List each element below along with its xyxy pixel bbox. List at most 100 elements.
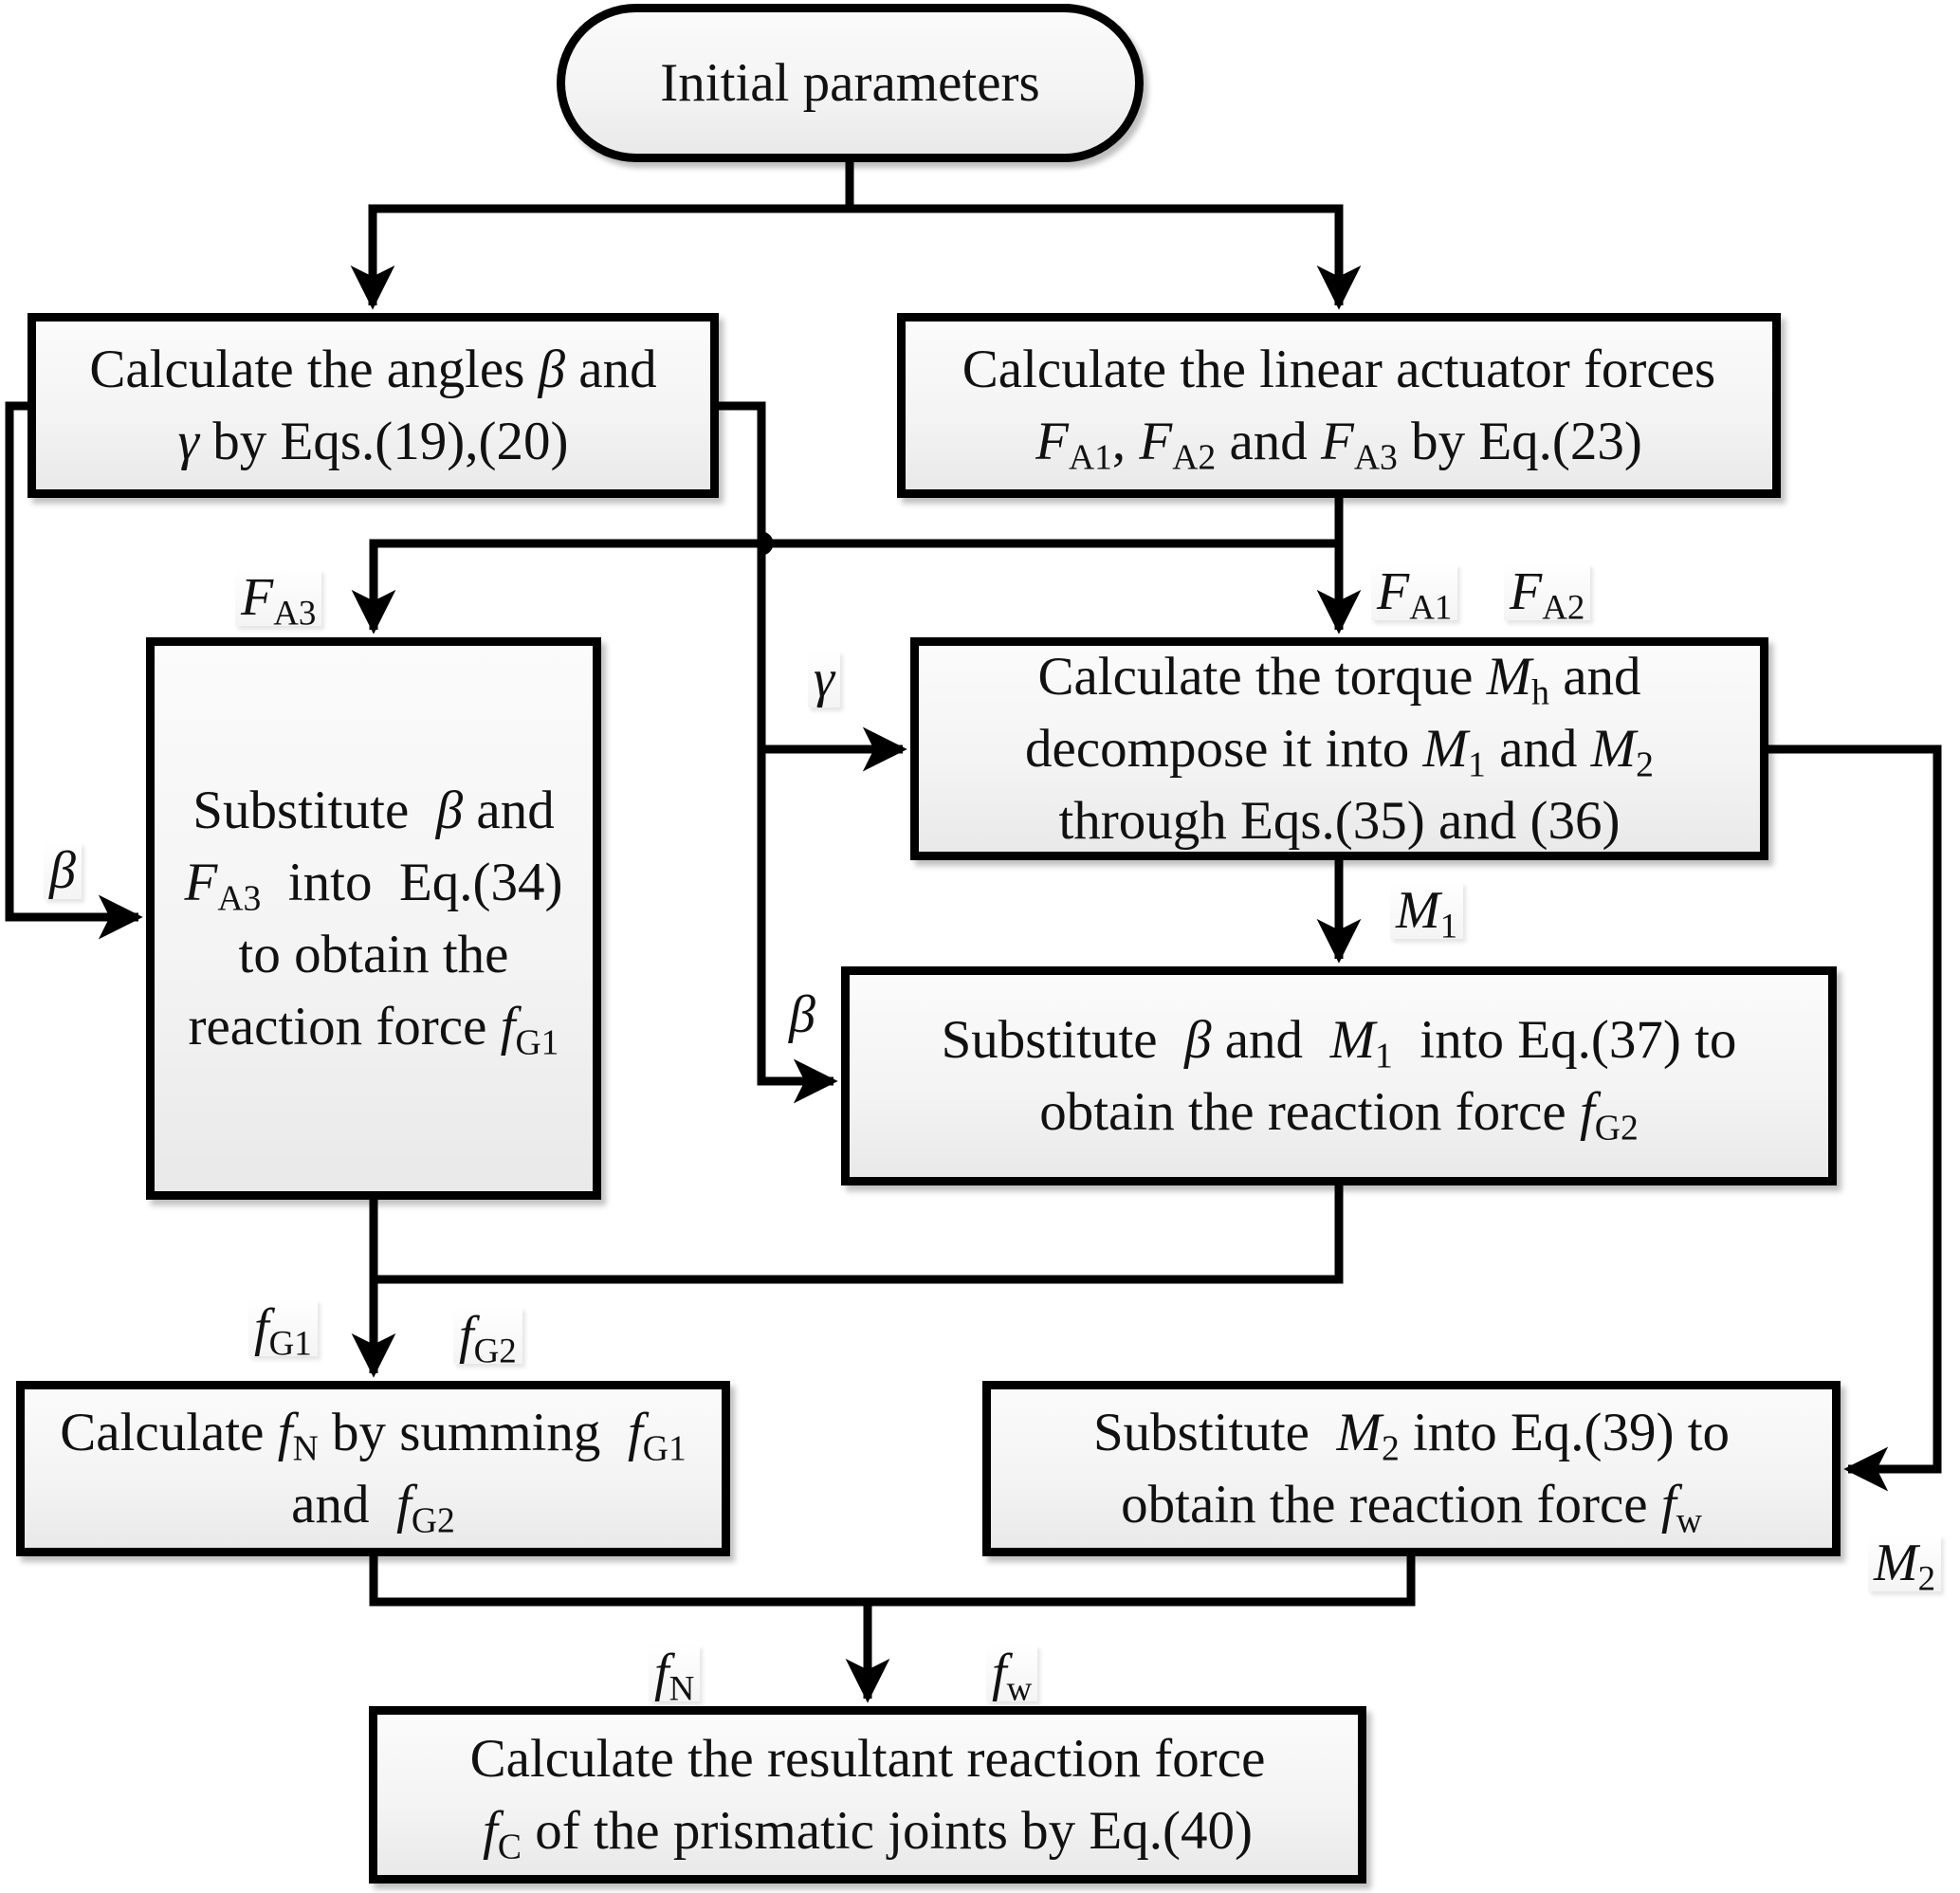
text: and <box>476 780 555 840</box>
gamma-symbol: γ <box>814 650 835 708</box>
node-reaction-force-fG2: Substitute β and M1 into Eq.(37) to obta… <box>841 966 1837 1185</box>
edge-label-FA1: FA1 <box>1371 562 1458 624</box>
text: into Eq.(37) to <box>1420 1009 1737 1070</box>
f-symbol: f <box>277 1402 293 1462</box>
text: and <box>578 339 657 399</box>
edge-label-beta-left: β <box>44 842 82 899</box>
text: Substitute <box>192 780 410 840</box>
subscript: G2 <box>411 1500 455 1541</box>
subscript: A2 <box>1542 587 1585 627</box>
F-symbol: F <box>184 852 218 912</box>
subscript: A1 <box>1068 437 1112 478</box>
text: of the prismatic joints by Eq.(40) <box>535 1800 1253 1861</box>
subscript: A3 <box>1353 437 1398 478</box>
edge-label-fG1: fG1 <box>248 1298 318 1360</box>
node-calculate-actuator-forces: Calculate the linear actuator forces FA1… <box>897 313 1781 498</box>
text: and <box>1563 646 1641 707</box>
subscript: 2 <box>1636 744 1654 785</box>
F-symbol: F <box>1377 562 1410 621</box>
edge-label-beta-mid: β <box>783 986 821 1043</box>
edge-label-FA2: FA2 <box>1504 563 1591 624</box>
subscript: 1 <box>1439 906 1458 946</box>
node-calculate-fN: Calculate fN by summing fG1 and fG2 <box>16 1381 730 1556</box>
M-symbol: M <box>1486 646 1532 707</box>
subscript: A2 <box>1172 437 1217 478</box>
text: into Eq.(39) to <box>1413 1402 1731 1462</box>
text: decompose it into <box>1025 718 1410 779</box>
subscript: G2 <box>473 1331 517 1370</box>
text: reaction force <box>188 996 487 1057</box>
f-symbol: f <box>459 1306 474 1365</box>
node-resultant-reaction-force: Calculate the resultant reaction force f… <box>369 1706 1366 1884</box>
f-symbol: f <box>654 1644 669 1702</box>
text: obtain the reaction force <box>1039 1081 1566 1142</box>
node-calculate-angles: Calculate the angles β and γ by Eqs.(19)… <box>27 313 719 498</box>
subscript: 2 <box>1917 1558 1936 1598</box>
beta-symbol: β <box>49 841 76 900</box>
text: and <box>1224 1009 1304 1070</box>
subscript: G1 <box>642 1428 687 1469</box>
edge-label-fG2: fG2 <box>453 1306 522 1368</box>
f-symbol: f <box>500 996 516 1057</box>
f-symbol: f <box>1660 1474 1676 1535</box>
text: Calculate the resultant reaction force <box>469 1728 1266 1789</box>
edge-start-to-actuator <box>850 204 1362 310</box>
text: to obtain the <box>238 924 509 984</box>
edge-label-FA3: FA3 <box>235 568 322 630</box>
M-symbol: M <box>1422 718 1469 779</box>
subscript: N <box>292 1428 319 1469</box>
f-symbol: f <box>254 1298 269 1357</box>
text: and <box>1499 718 1578 779</box>
node-reaction-force-fw: Substitute M2 into Eq.(39) to obtain the… <box>982 1381 1841 1556</box>
edge-fg2-to-fn <box>374 1185 1344 1284</box>
subscript: G1 <box>268 1323 312 1363</box>
node-calculate-torque: Calculate the torque Mh and decompose it… <box>910 637 1768 860</box>
M-symbol: M <box>1874 1534 1918 1592</box>
subscript: h <box>1531 672 1549 713</box>
f-symbol: f <box>627 1402 643 1462</box>
F-symbol: F <box>241 568 274 627</box>
M-symbol: M <box>1336 1402 1382 1462</box>
text: and <box>1229 411 1308 471</box>
gamma-symbol: γ <box>177 411 200 471</box>
edge-M2-to-fw <box>1768 744 1942 1492</box>
text: Eq.(34) <box>398 852 563 912</box>
beta-symbol: β <box>789 985 815 1044</box>
edge-label-M1: M1 <box>1390 881 1464 943</box>
beta-symbol: β <box>1184 1009 1212 1070</box>
text: by Eq.(23) <box>1411 411 1642 471</box>
text: into <box>287 852 373 912</box>
text: Calculate <box>60 1402 265 1462</box>
text: Calculate the linear actuator forces <box>962 339 1716 399</box>
edge-angles-bus <box>719 401 838 1104</box>
F-symbol: F <box>1035 411 1069 471</box>
beta-symbol: β <box>435 780 464 840</box>
node-initial-parameters: Initial parameters <box>557 4 1144 162</box>
subscript: A1 <box>1409 587 1453 627</box>
subscript: G2 <box>1594 1108 1639 1149</box>
F-symbol: F <box>1321 411 1354 471</box>
edge-label-gamma: γ <box>808 650 841 708</box>
subscript: N <box>669 1668 695 1708</box>
node-initial-parameters-text: Initial parameters <box>660 52 1040 113</box>
subscript: A3 <box>217 878 262 919</box>
text: by summing <box>331 1402 601 1462</box>
text: , <box>1111 411 1127 471</box>
M-symbol: M <box>1396 881 1440 940</box>
beta-symbol: β <box>538 339 566 399</box>
edge-beta-to-fg1 <box>5 401 143 940</box>
f-symbol: f <box>395 1474 412 1535</box>
edge-start-to-angles <box>350 204 850 310</box>
edge-label-fw: fw <box>986 1644 1038 1705</box>
subscript: w <box>1006 1668 1033 1708</box>
text: by Eqs.(19),(20) <box>212 411 569 471</box>
f-symbol: f <box>992 1644 1007 1702</box>
subscript: 1 <box>1375 1036 1393 1076</box>
text: Substitute <box>941 1009 1158 1070</box>
node-reaction-force-fG1: Substitute β and FA3 into Eq.(34) to obt… <box>146 637 601 1200</box>
subscript: 2 <box>1381 1428 1400 1469</box>
edge-FA3-to-fg1 <box>351 539 1339 634</box>
subscript: C <box>497 1827 522 1867</box>
subscript: G1 <box>515 1022 559 1063</box>
